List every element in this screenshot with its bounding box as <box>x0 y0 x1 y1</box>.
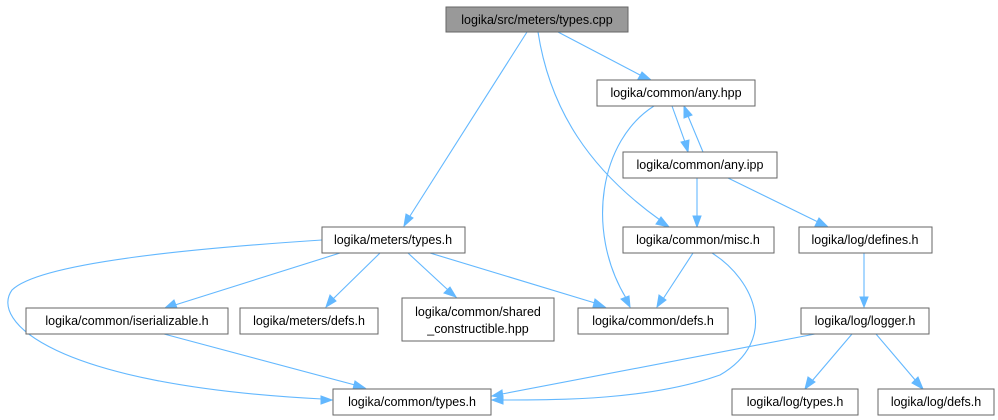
node-meters-types-h[interactable]: logika/meters/types.h <box>321 226 466 254</box>
edges <box>7 31 925 405</box>
node-meters-defs-h[interactable]: logika/meters/defs.h <box>239 307 379 335</box>
edge-misc-h-to-common-defs-h <box>656 252 694 309</box>
node-any-hpp[interactable]: logika/common/any.hpp <box>596 79 756 107</box>
edge-any-ipp-to-log-defines-h <box>727 177 830 228</box>
edge-meters-types-h-to-common-defs-h <box>429 252 607 308</box>
edge-types-cpp-to-meters-types-h <box>403 31 528 228</box>
edge-any-hpp-to-any-ipp <box>671 105 690 154</box>
node-label: logika/meters/defs.h <box>253 314 365 328</box>
node-common-types-h[interactable]: logika/common/types.h <box>332 388 492 416</box>
node-label: logika/meters/types.h <box>334 233 452 247</box>
node-log-defs-h[interactable]: logika/log/defs.h <box>877 388 995 416</box>
edge-logger-h-to-log-defs-h <box>875 333 925 391</box>
node-log-types-h[interactable]: logika/log/types.h <box>731 388 859 416</box>
node-label-line-2: _constructible.hpp <box>426 322 529 336</box>
edge-logger-h-to-common-types-h <box>490 333 816 399</box>
edge-logger-h-to-log-types-h <box>804 333 853 391</box>
edge-meters-types-h-to-iserializable-h <box>163 252 341 309</box>
node-misc-h[interactable]: logika/common/misc.h <box>622 226 775 254</box>
edge-any-hpp-to-common-defs-h <box>602 105 655 309</box>
node-log-defines-h[interactable]: logika/log/defines.h <box>798 226 933 254</box>
edge-any-ipp-to-misc-h <box>692 178 702 229</box>
node-label: logika/log/defines.h <box>811 233 918 247</box>
edge-any-ipp-to-any-hpp <box>683 104 704 153</box>
node-shared-constructible-hpp[interactable]: logika/common/shared _constructible.hpp <box>401 297 555 342</box>
node-iserializable-h[interactable]: logika/common/iserializable.h <box>25 307 229 335</box>
node-label: logika/src/meters/types.cpp <box>461 13 612 27</box>
node-label-line-1: logika/common/shared <box>415 305 541 319</box>
edge-types-cpp-to-misc-h <box>537 31 671 228</box>
nodes: logika/src/meters/types.cpp logika/commo… <box>25 6 995 416</box>
edge-meters-types-h-to-shared-constructible <box>407 252 458 298</box>
edge-meters-types-h-to-common-types-h <box>7 239 334 405</box>
node-label: logika/common/misc.h <box>636 233 760 247</box>
node-label: logika/log/types.h <box>747 395 844 409</box>
node-label: logika/log/defs.h <box>891 395 981 409</box>
node-label: logika/common/defs.h <box>592 314 714 328</box>
node-any-ipp[interactable]: logika/common/any.ipp <box>622 151 778 179</box>
edge-log-defines-h-to-logger-h <box>859 253 869 309</box>
node-label: logika/common/types.h <box>348 395 476 409</box>
node-common-defs-h[interactable]: logika/common/defs.h <box>577 307 729 335</box>
edge-iserializable-h-to-common-types-h <box>163 333 367 390</box>
node-label: logika/common/any.hpp <box>610 86 741 100</box>
edge-types-cpp-to-any-hpp <box>557 31 653 81</box>
edge-meters-types-h-to-meters-defs-h <box>325 252 381 309</box>
node-label: logika/common/any.ipp <box>637 158 764 172</box>
node-logger-h[interactable]: logika/log/logger.h <box>800 307 930 335</box>
node-types-cpp[interactable]: logika/src/meters/types.cpp <box>445 6 629 33</box>
node-label: logika/log/logger.h <box>815 314 916 328</box>
node-label: logika/common/iserializable.h <box>45 314 208 328</box>
